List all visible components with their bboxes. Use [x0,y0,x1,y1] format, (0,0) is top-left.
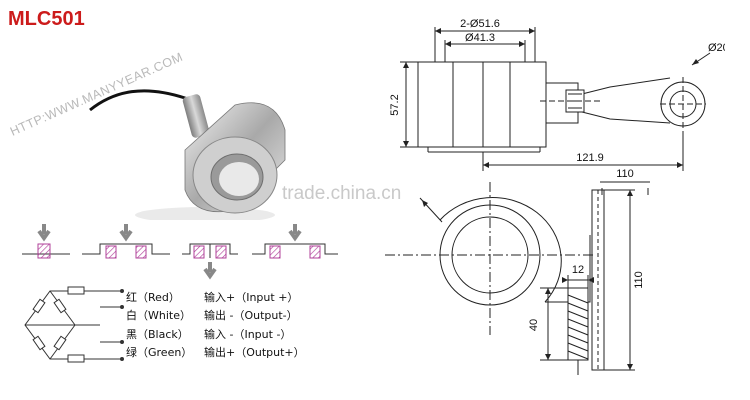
dim-side-height: 110 [633,271,645,289]
wire-color-green: 绿（Green） [126,346,193,359]
wire-row-red: 红（Red） 输入+（Input +） [126,289,404,305]
dim-height: 57.2 [389,94,401,115]
wire-io-white: 输出 -（Output-） [204,309,298,322]
wire-row-black: 黑（Black） 输入 -（Input -） [126,326,404,342]
wire-io-black: 输入 -（Input -） [204,328,292,341]
diagram-4 [252,224,338,259]
wire-io-red: 输入+（Input +） [204,291,299,304]
wire-row-green: 绿（Green） 输出+（Output+） [126,344,404,360]
product-photo [89,89,286,220]
dim-inner: Ø41.3 [465,32,495,44]
bridge-circuit [24,286,124,363]
product-title: MLC501 [8,8,85,30]
mounting-diagrams [22,224,338,280]
dim-length: 121.9 [576,152,604,164]
sensor-outline [417,61,547,148]
cable [89,89,186,112]
connector [182,94,210,138]
dim-hole: Ø20 [708,42,725,54]
diagram-2 [82,224,170,259]
wire-io-green: 输出+（Output+） [204,346,305,359]
wire-row-white: 白（White） 输出 -（Output-） [126,307,404,323]
dim-connector-width: 12 [572,264,584,276]
trade-watermark: trade.china.cn [282,183,402,204]
side-view-drawing: 2-Ø51.6 Ø41.3 Ø20 57.2 121.9 [389,18,725,171]
dim-bolt-holes: 2-Ø51.6 [460,18,500,30]
diagram-1 [22,224,70,259]
wire-color-red: 红（Red） [126,291,180,304]
front-view-drawing: 110 110 12 40 [385,168,650,375]
dim-top-width: 110 [616,168,634,180]
dim-connector-height: 40 [528,319,540,331]
wire-color-black: 黑（Black） [126,328,189,341]
outer-ring [439,197,562,303]
diagram-3 [182,243,238,280]
wire-color-white: 白（White） [126,309,191,322]
